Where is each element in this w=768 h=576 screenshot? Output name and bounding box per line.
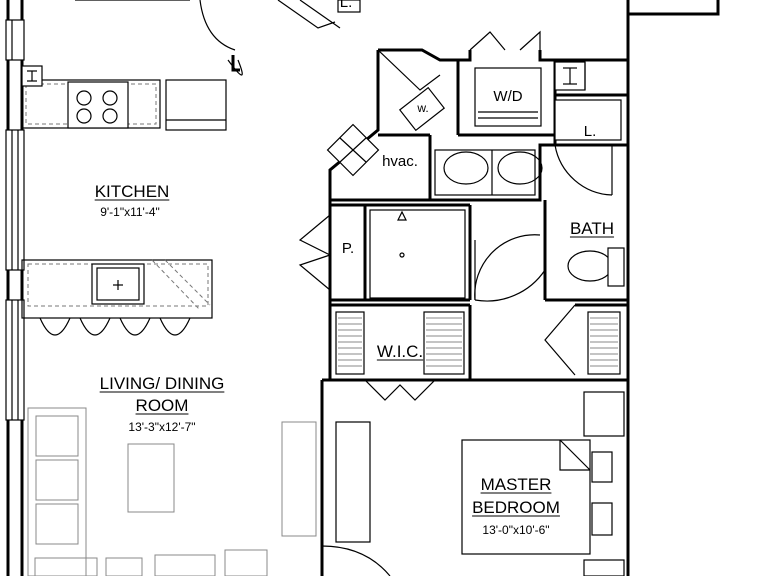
master-name-line1: MASTER — [481, 475, 552, 494]
living-name-line1: LIVING/ DINING — [100, 374, 225, 393]
water-heater-closet — [377, 49, 446, 132]
linen-top-label: L. — [340, 0, 353, 11]
bath-fixtures — [474, 99, 625, 302]
bath-name: BATH — [570, 219, 614, 238]
kitchen-name: KITCHEN — [95, 182, 170, 201]
vanity — [434, 149, 543, 196]
hvac-label: hvac. — [382, 153, 418, 170]
closet-shelving — [335, 304, 621, 401]
wd-label: W/D — [493, 88, 522, 105]
shower — [369, 209, 466, 299]
master-dims: 13'-0"x10'-6" — [482, 523, 549, 537]
kitchen-island — [21, 259, 213, 336]
kitchen-dims: 9'-1"x11'-4" — [100, 205, 160, 219]
left-windows — [5, 19, 25, 421]
pantry-label: P. — [342, 240, 354, 257]
living-furniture — [27, 407, 317, 576]
top-entry-doors — [277, 0, 361, 29]
living-door-swing — [227, 59, 243, 76]
bedroom-furniture — [321, 391, 625, 576]
linen-bath-label: L. — [584, 123, 597, 140]
master-name-line2: BEDROOM — [472, 498, 560, 517]
living-dims: 13'-3"x12'-7" — [128, 420, 195, 434]
wic-name: W.I.C. — [377, 342, 423, 361]
living-name-line2: ROOM — [136, 396, 189, 415]
water-heater-label: w. — [416, 101, 428, 115]
pantry-door — [298, 214, 331, 291]
hvac-unit — [326, 123, 380, 177]
kitchen-counter — [21, 0, 236, 131]
laundry-closet — [469, 30, 542, 127]
